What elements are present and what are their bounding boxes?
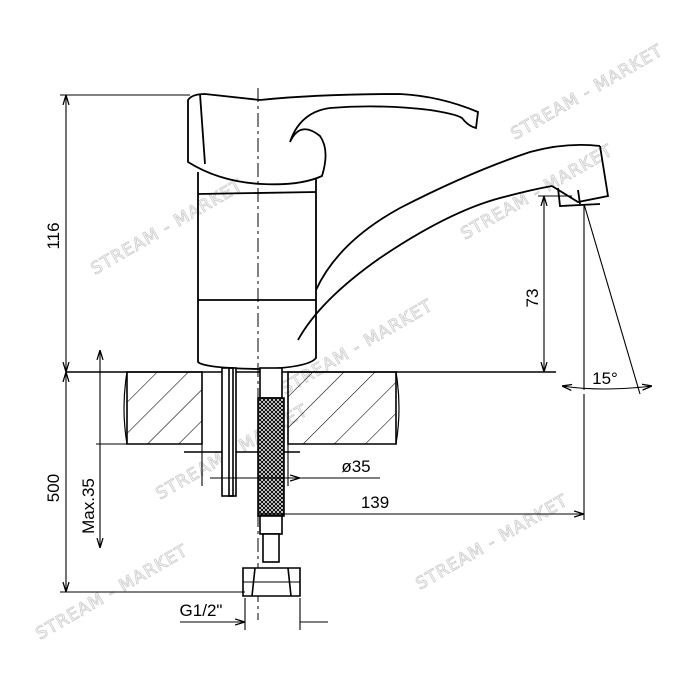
watermark-text: STREAM - MARKET — [458, 141, 617, 245]
dim-hose-length: 500 — [44, 474, 63, 502]
dim-hole-diameter: ø35 — [341, 457, 370, 476]
dim-height-total: 116 — [44, 222, 63, 249]
dim-max-thickness: Max.35 — [79, 478, 98, 534]
dim-spout-height: 73 — [523, 289, 542, 308]
dim-thread: G1/2" — [180, 601, 223, 620]
dim-angle: 15° — [592, 369, 618, 388]
dimension-lines — [60, 94, 652, 630]
watermark-text: STREAM - MARKET — [508, 41, 667, 145]
watermark-text: STREAM - MARKET — [88, 176, 247, 280]
faucet-body — [187, 93, 610, 370]
countertop-section — [66, 371, 556, 453]
watermark-layer: STREAM - MARKET STREAM - MARKET STREAM -… — [32, 40, 667, 645]
dimension-labels: 116 500 Max.35 73 15° ø35 139 G1/2" — [44, 222, 618, 620]
supply-hose — [242, 367, 301, 597]
mounting-stud — [221, 367, 237, 497]
watermark-text: STREAM - MARKET — [33, 541, 192, 645]
watermark-text: STREAM - MARKET — [413, 491, 572, 595]
dim-spout-reach: 139 — [361, 493, 389, 512]
